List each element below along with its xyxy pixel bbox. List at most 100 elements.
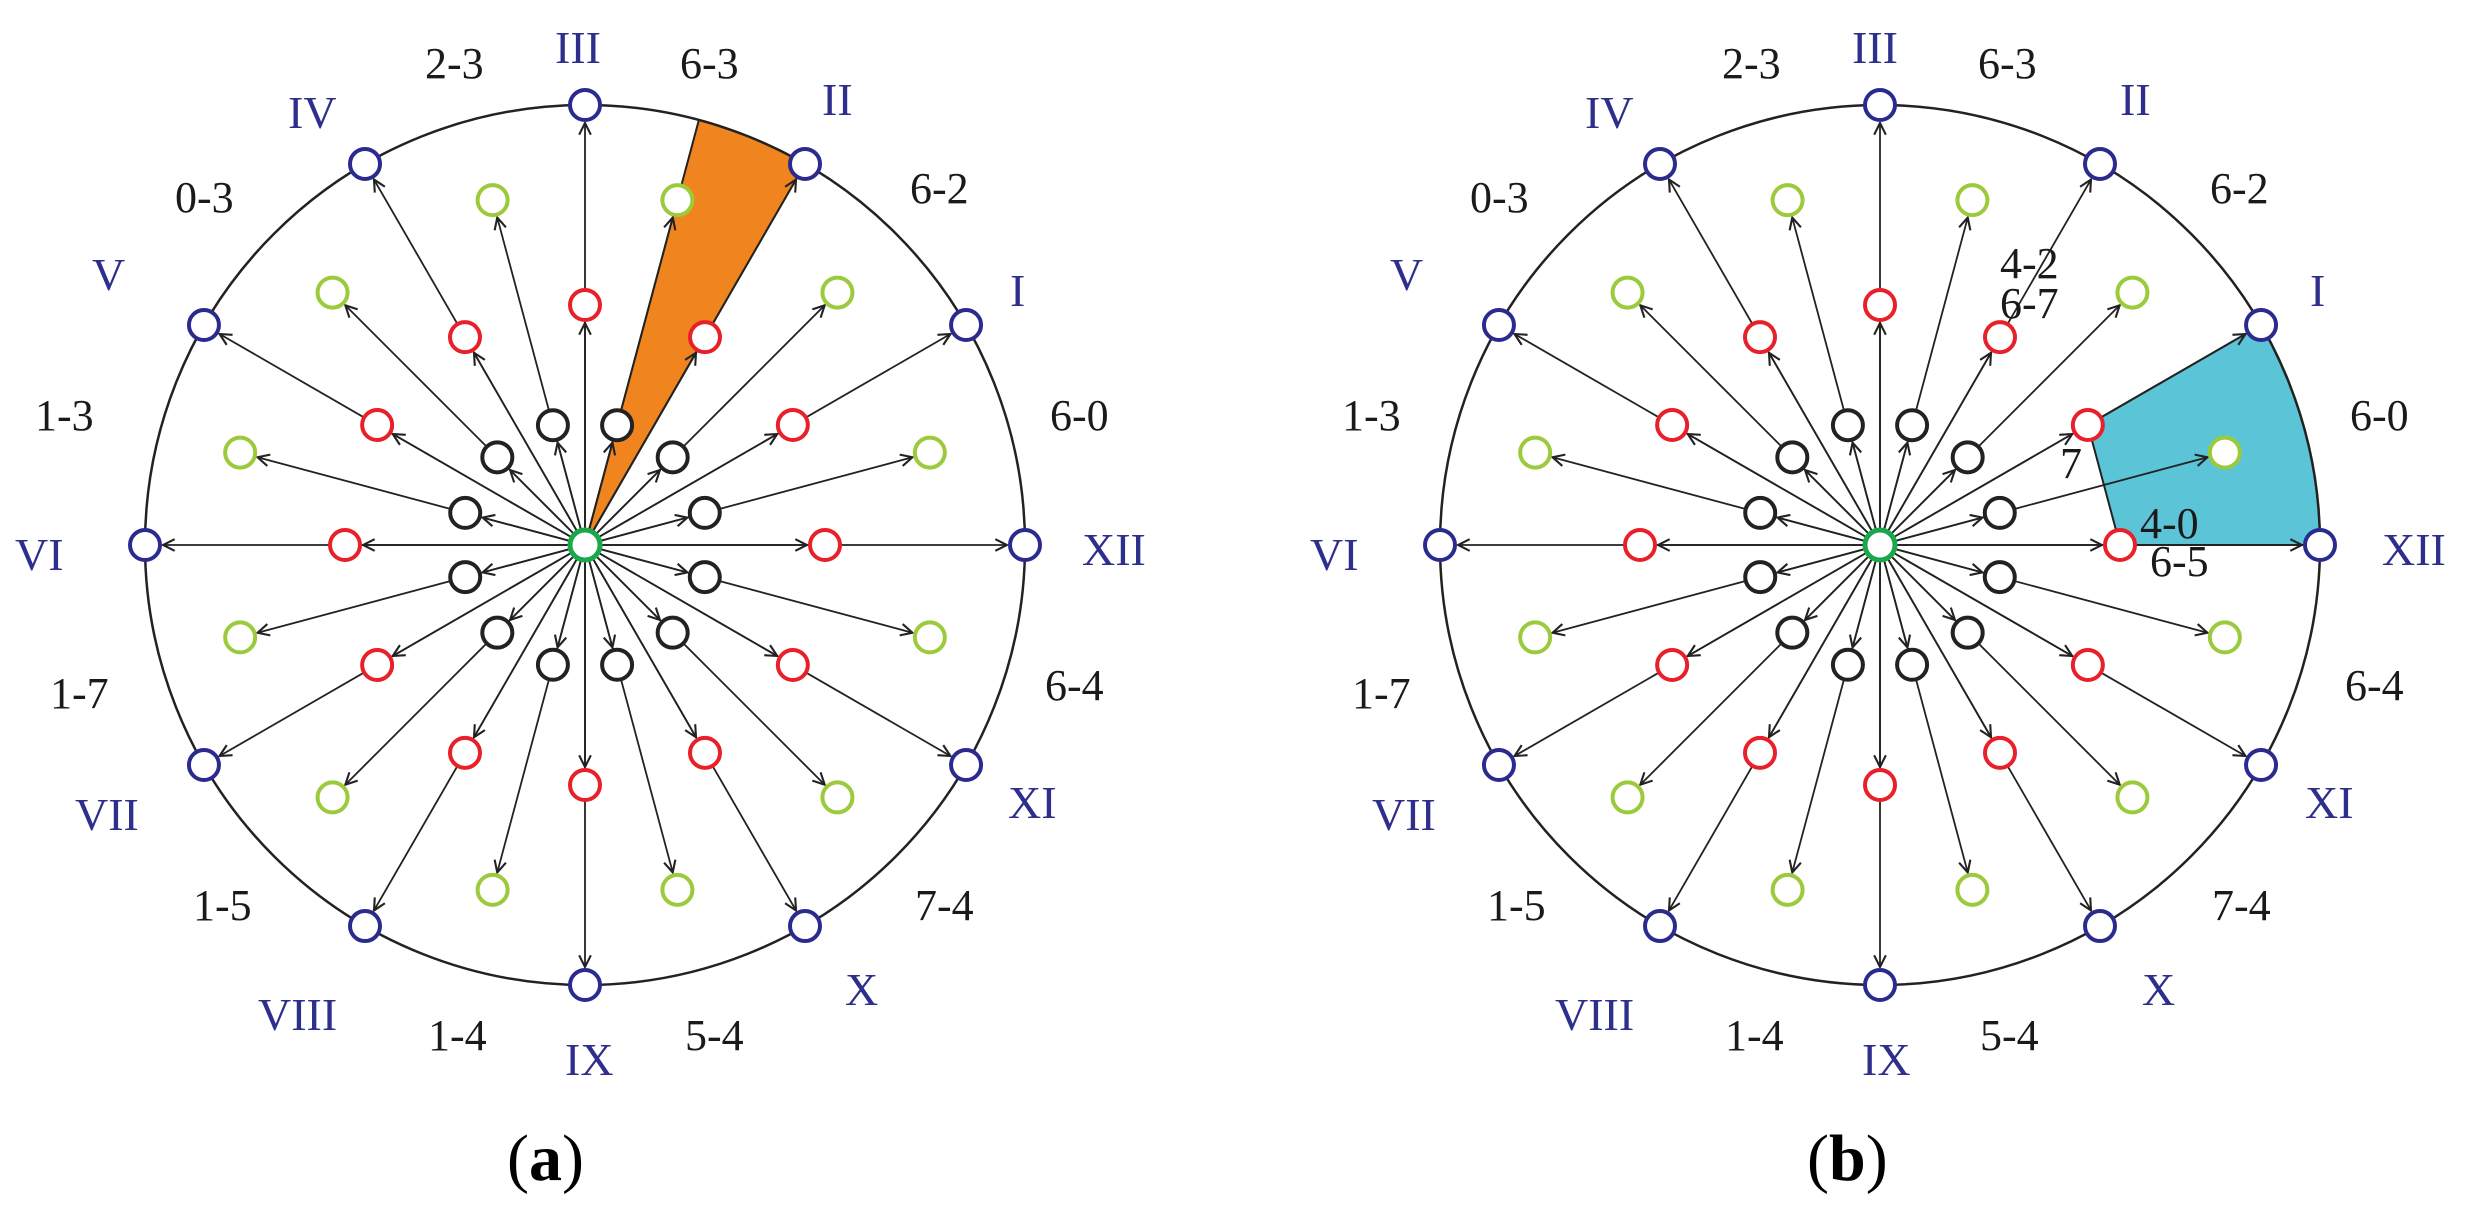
sector-label-III: III (1852, 22, 1898, 73)
label-6-7: 6-7 (2000, 279, 2059, 328)
outer-node (1008, 528, 1042, 562)
sector-label-VI: VI (15, 529, 64, 580)
inner-black-node (655, 440, 690, 475)
inner-black-node (1743, 495, 1778, 530)
mid-node (1770, 183, 1805, 218)
vector-arrow (483, 518, 586, 546)
caption-a: (a) (507, 1122, 584, 1195)
inner-red-node (360, 408, 395, 442)
inner-black-node (687, 560, 722, 595)
vector-label-6-0: 6-0 (1050, 391, 1109, 440)
caption-a-close: ) (562, 1122, 584, 1195)
outer-node (348, 146, 382, 181)
vector-arrow (584, 518, 687, 546)
sector-label-II: II (2120, 74, 2151, 125)
vector-label-7-4: 7-4 (2212, 881, 2271, 930)
inner-red-node (1655, 648, 1690, 682)
sector-label-VI: VI (1310, 529, 1359, 580)
vector-arrow (584, 434, 777, 546)
inner-black-node (1775, 615, 1810, 650)
vector-arrow (1879, 443, 1907, 546)
sector-label-XII: XII (2382, 524, 2446, 575)
inner-red-node (328, 528, 362, 562)
inner-red-node (1983, 320, 2017, 355)
vector-arrow (393, 544, 586, 656)
mid-node (223, 620, 258, 655)
panel-a: 6-0 6-2 6-3 2-3 0-3 1-3 1-7 1-5 1-4 5-4 … (15, 22, 1146, 1195)
vector-arrow (1769, 353, 1881, 546)
nodes-a (128, 88, 1042, 1002)
outer-node (128, 528, 162, 562)
outer-node (186, 748, 221, 782)
inner-red-node (808, 528, 842, 562)
inner-black-node (1830, 408, 1865, 443)
outer-node (1863, 968, 1897, 1002)
outer-node (1643, 909, 1677, 944)
inner-red-node (1743, 320, 1777, 355)
vector-arrow (483, 544, 586, 572)
outer-node (2244, 748, 2279, 782)
vector-arrow (1879, 353, 1991, 546)
vector-label-2-3: 2-3 (1722, 39, 1781, 88)
inner-red-node (688, 320, 722, 355)
sector-label-VIII: VIII (258, 989, 337, 1040)
mid-node (223, 435, 258, 470)
vector-arrow (584, 353, 696, 546)
inner-black-node (1950, 440, 1985, 475)
vector-arrow (1853, 443, 1881, 546)
sector-label-IV: IV (1585, 87, 1634, 138)
inner-black-node (1950, 615, 1985, 650)
inner-black-node (535, 408, 570, 443)
vector-arrow (1805, 544, 1881, 620)
vector-arrow (1778, 544, 1881, 572)
caption-b-letter: b (1829, 1122, 1866, 1195)
vector-label-1-7: 1-7 (1352, 669, 1411, 718)
vector-label-6-2: 6-2 (910, 164, 969, 213)
vector-arrow (510, 544, 586, 620)
inner-black-node (1982, 560, 2017, 595)
vector-arrow (1879, 518, 1982, 546)
vector-arrow (474, 353, 586, 546)
mid-node (1610, 780, 1645, 815)
vector-label-6-4: 6-4 (1045, 661, 1104, 710)
sector-label-XII: XII (1082, 524, 1146, 575)
mid-node (315, 275, 350, 310)
mid-node (912, 435, 947, 470)
label-4-2: 4-2 (2000, 239, 2059, 288)
nodes-b (1423, 88, 2337, 1002)
inner-black-node (448, 560, 483, 595)
inner-black-node (480, 615, 515, 650)
sector-label-X: X (845, 964, 878, 1015)
mid-node (820, 780, 855, 815)
mid-node (1770, 872, 1805, 907)
vector-label-6-0: 6-0 (2350, 391, 2409, 440)
mid-node (475, 872, 510, 907)
inner-red-node (2103, 528, 2137, 562)
mid-node (1518, 435, 1553, 470)
caption-b: (b) (1807, 1122, 1888, 1195)
outer-node (788, 909, 822, 944)
vector-arrow (1853, 544, 1881, 647)
inner-red-node (2070, 408, 2105, 442)
inner-black-node (1830, 647, 1865, 682)
sector-label-XI: XI (1008, 777, 1057, 828)
outer-node (1423, 528, 1457, 562)
outer-node (568, 88, 602, 122)
outer-node (2303, 528, 2337, 562)
caption-b-open: ( (1807, 1122, 1829, 1195)
vector-arrow (1879, 544, 1982, 572)
inner-red-node (1983, 735, 2017, 770)
mid-node (912, 620, 947, 655)
sector-label-XI: XI (2305, 777, 2354, 828)
mid-node (1518, 620, 1553, 655)
vector-label-1-5: 1-5 (1487, 881, 1546, 930)
vector-arrow (1778, 518, 1881, 546)
vector-arrow (584, 544, 687, 572)
sector-label-X: X (2142, 964, 2175, 1015)
arrows-a (163, 123, 1007, 967)
inner-red-node (360, 648, 395, 682)
inner-black-node (448, 495, 483, 530)
vector-label-1-3: 1-3 (1342, 391, 1401, 440)
outer-node (2083, 909, 2117, 944)
